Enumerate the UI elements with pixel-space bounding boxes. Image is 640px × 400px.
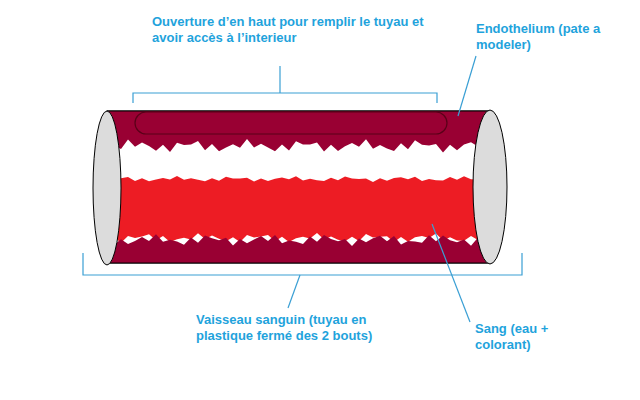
- endothelium-top: [107, 111, 490, 153]
- endothelium-label: Endothelium (pate a modeler): [476, 21, 626, 53]
- tube-end-right: [473, 110, 507, 264]
- tube-edge: [107, 263, 490, 264]
- endothelium-bottom: [107, 234, 490, 263]
- tube-body: [107, 111, 490, 263]
- tube-edge: [107, 111, 490, 112]
- blood-band: [107, 176, 490, 243]
- vessel-label: Vaisseau sanguin (tuyau en plastique fer…: [196, 312, 406, 344]
- leader-line: [432, 224, 470, 322]
- leader-line: [288, 275, 300, 308]
- top-bracket: [133, 93, 437, 103]
- opening-label: Ouverture d’en haut pour remplir le tuya…: [152, 14, 452, 46]
- leader-line: [458, 56, 476, 116]
- bottom-bracket: [83, 253, 522, 275]
- top-opening: [135, 112, 447, 134]
- tube-end-left: [93, 111, 121, 265]
- blood-label: Sang (eau + colorant): [475, 321, 570, 353]
- leader-line: [279, 66, 280, 93]
